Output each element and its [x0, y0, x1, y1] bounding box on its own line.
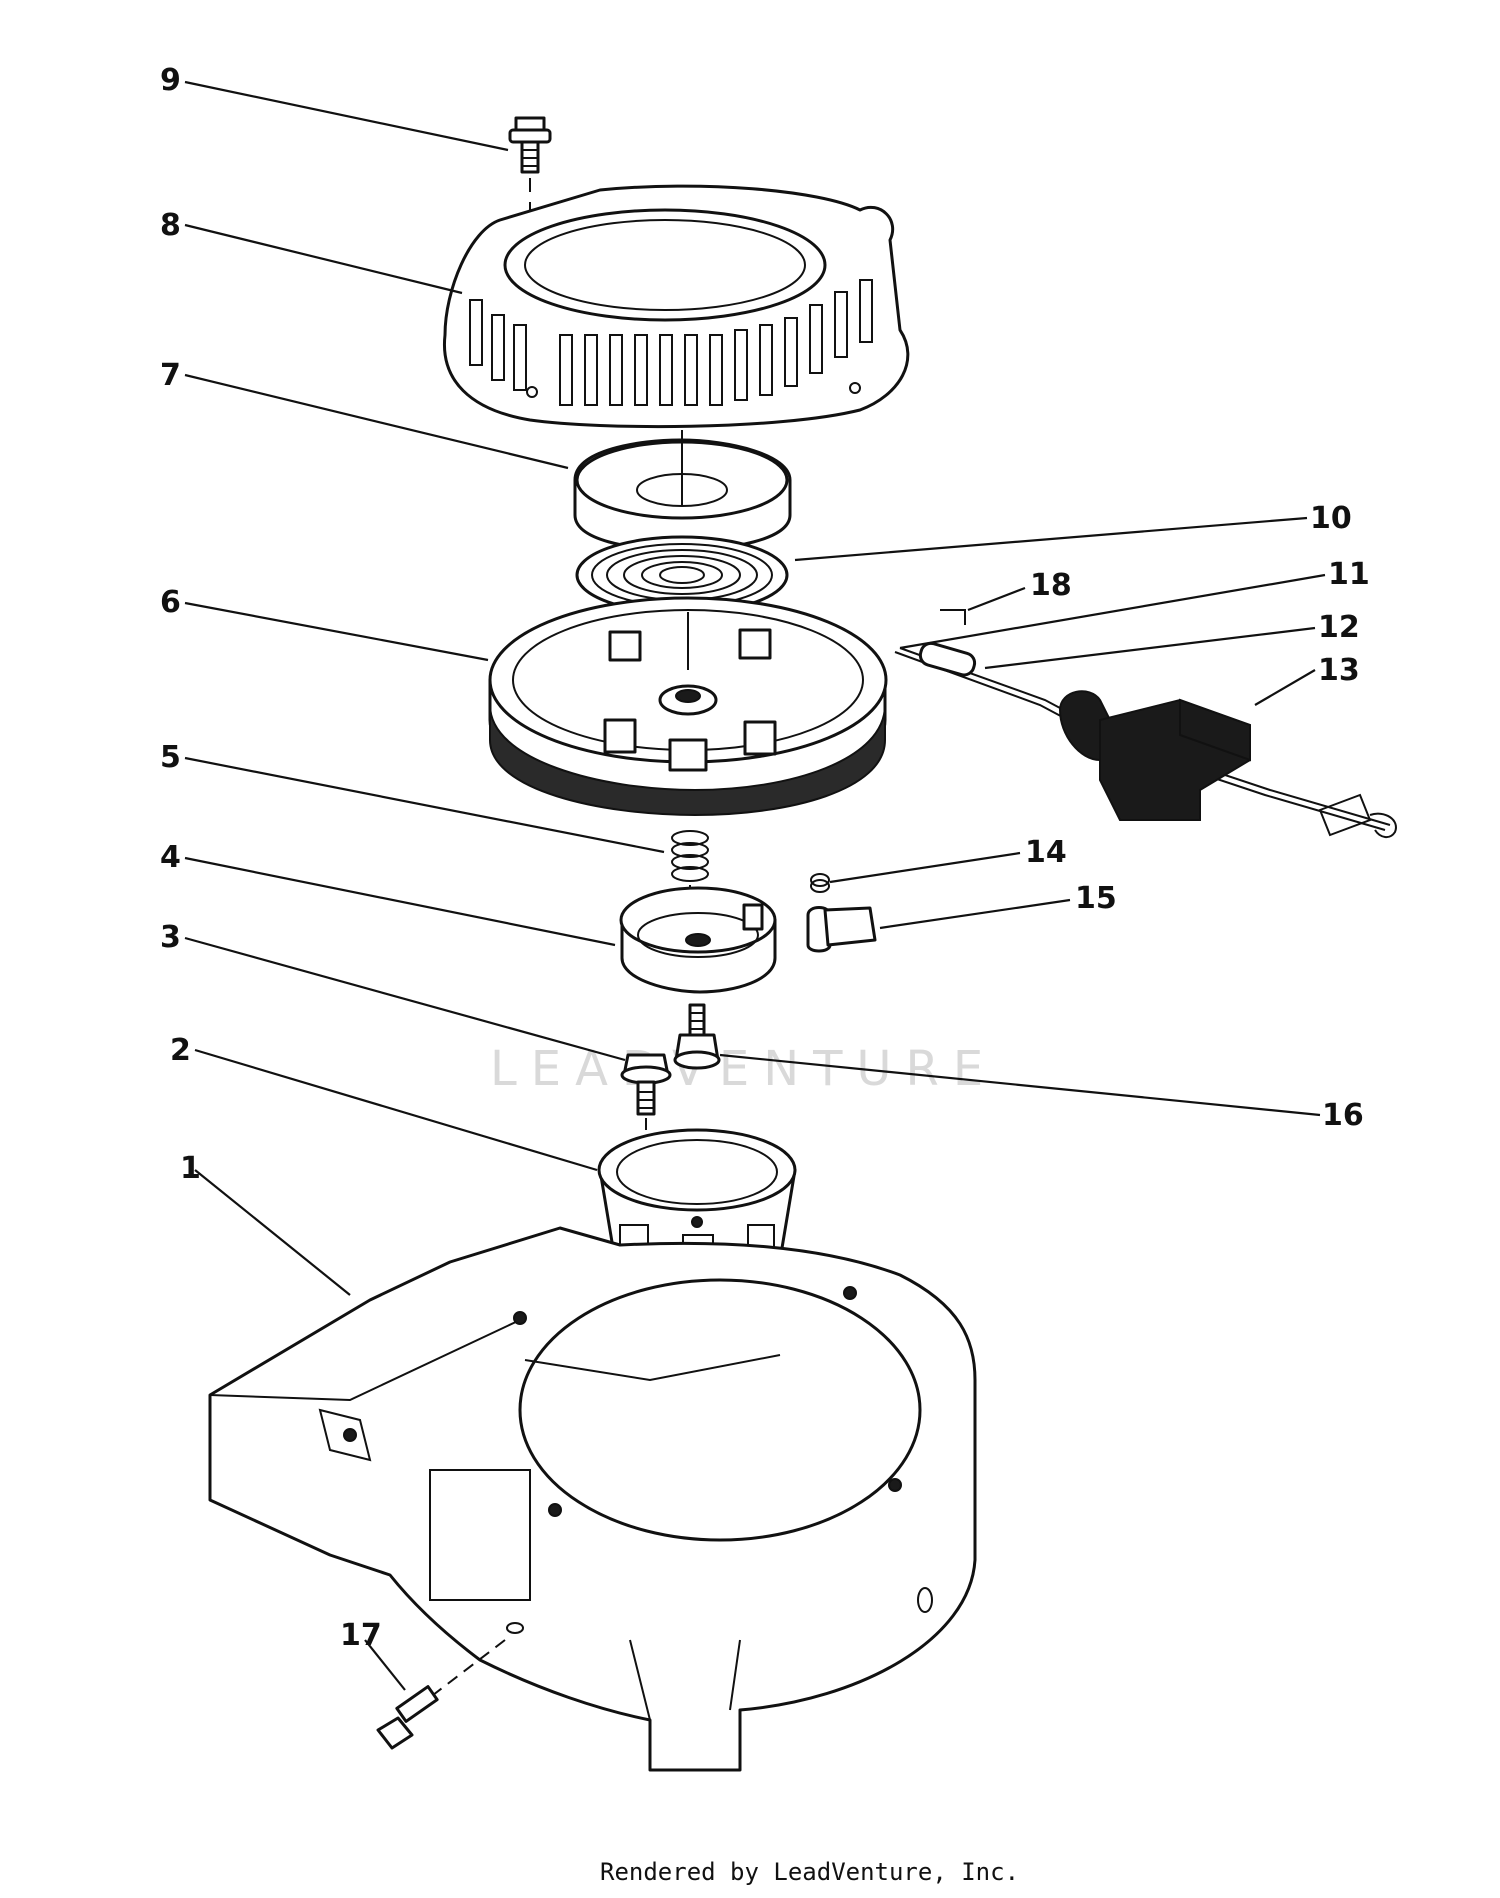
callout-5: 5	[160, 740, 181, 775]
part-17-bolt	[376, 1685, 439, 1750]
part-15-starter-dog	[806, 906, 877, 953]
callout-3: 3	[160, 920, 181, 955]
part-13-starter-handle	[1058, 690, 1251, 821]
footer-credit: Rendered by LeadVenture, Inc.	[600, 1858, 1019, 1886]
callout-14: 14	[1025, 835, 1067, 870]
part-4-retainer	[619, 886, 777, 994]
housing-vent-slots	[469, 279, 873, 406]
part-7-pulley	[573, 430, 792, 552]
part-6-starter-pulley	[488, 596, 888, 817]
callout-13: 13	[1318, 653, 1360, 688]
callout-2: 2	[170, 1033, 191, 1068]
callout-labels: 9 8 7 6 5 4 3 2 1 10 11 12 13 18 14 15 1…	[160, 63, 1370, 1653]
callout-11: 11	[1328, 557, 1370, 592]
callout-leaders	[184, 80, 1326, 1691]
part-14-dog-spring	[810, 873, 830, 893]
callout-12: 12	[1318, 610, 1360, 645]
callout-6: 6	[160, 585, 181, 620]
callout-1: 1	[180, 1151, 201, 1186]
part-1-blower-housing	[208, 1226, 977, 1772]
part-18-rope-clip	[940, 609, 966, 625]
part-12-rope-insert	[918, 641, 977, 677]
callout-18: 18	[1030, 568, 1072, 603]
callout-4: 4	[160, 840, 181, 875]
rope-end-bracket	[1318, 793, 1397, 838]
watermark: LEADVENTURE	[490, 1041, 997, 1097]
part-3-bolt	[620, 1053, 672, 1175]
part-8-housing-cover	[442, 184, 910, 429]
callout-16: 16	[1322, 1098, 1364, 1133]
callout-9: 9	[160, 63, 181, 98]
callout-10: 10	[1310, 501, 1352, 536]
part-16-center-screw	[673, 1003, 721, 1070]
callout-7: 7	[160, 358, 181, 393]
callout-17: 17	[340, 1618, 382, 1653]
callout-8: 8	[160, 208, 181, 243]
callout-15: 15	[1075, 881, 1117, 916]
